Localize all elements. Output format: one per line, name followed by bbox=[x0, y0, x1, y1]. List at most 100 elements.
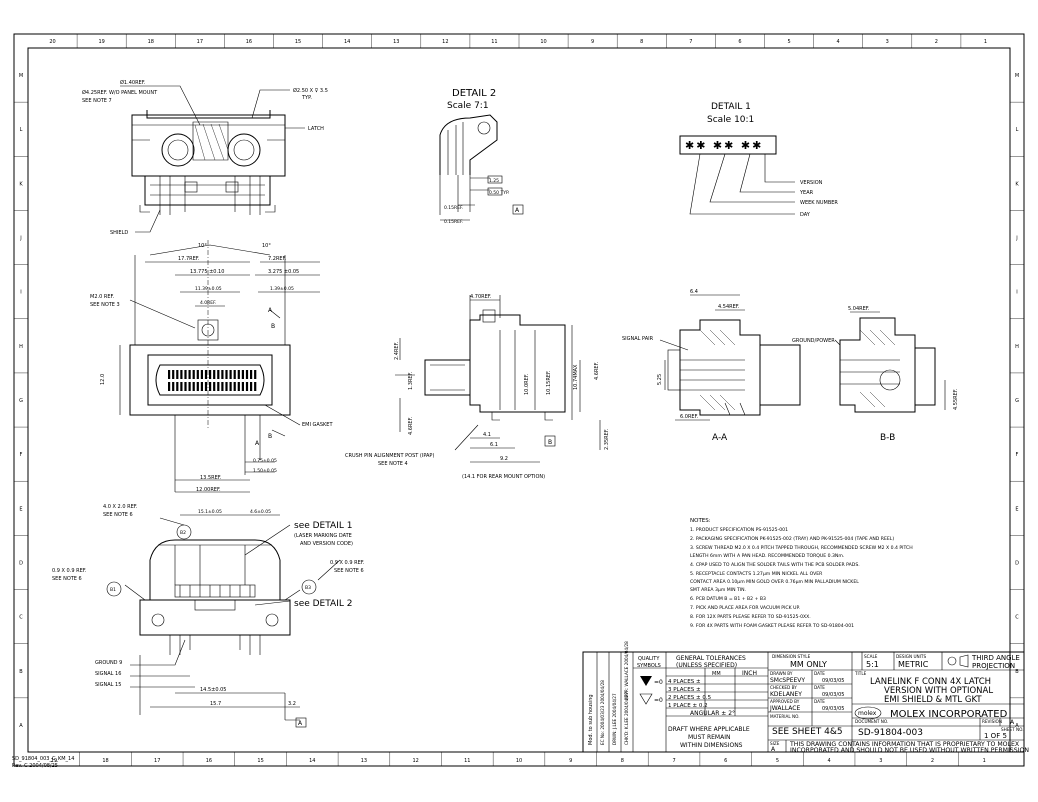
draft-label: DRAFT WHERE APPLICABLE bbox=[668, 726, 750, 733]
note-2: 2. PACKAGING SPECIFICATION PK-91525-002 … bbox=[690, 536, 894, 542]
contact-upper bbox=[213, 370, 216, 379]
zone-top-9: 9 bbox=[591, 39, 594, 45]
drawn-by-label: DRAWN BY bbox=[770, 671, 793, 676]
dim-hook-label: 1.3REF. bbox=[408, 371, 414, 390]
see-detail1-label: see DETAIL 1 bbox=[294, 521, 352, 531]
dim-17-7-label: 17.7REF. bbox=[178, 256, 200, 262]
section-a-bottom-label: A bbox=[255, 440, 260, 447]
detail2-dim1: 1.25 bbox=[489, 178, 499, 184]
zone-left-B: B bbox=[19, 669, 23, 675]
dim-7-2-label: 7.2REF. bbox=[268, 256, 287, 262]
zone-right-M: M bbox=[1015, 73, 1019, 79]
datum-a-label: A bbox=[298, 720, 303, 727]
sheet-no-value: 1 OF 5 bbox=[984, 732, 1007, 740]
contact-lower bbox=[196, 382, 199, 391]
proprietary-line-2: INCORPORATED AND SHOULD NOT BE USED WITH… bbox=[790, 747, 1029, 754]
detail2-dim3: 0.15REF. bbox=[444, 205, 463, 211]
contact-lower bbox=[209, 382, 212, 391]
dim-9-2-label: 9.2 bbox=[500, 456, 508, 462]
section-b-top-label: B bbox=[271, 323, 275, 330]
detail1-title: DETAIL 1 bbox=[711, 102, 751, 112]
datum-b1-label: B1 bbox=[110, 587, 116, 593]
zone-bottom-2: 2 bbox=[931, 758, 934, 764]
zone-bottom-9: 9 bbox=[569, 758, 572, 764]
drawn-by-value: SMcSPEEVY bbox=[770, 677, 805, 684]
zone-bottom-8: 8 bbox=[621, 758, 624, 764]
detail2-datum: A bbox=[515, 207, 520, 214]
revision-label: REVISION bbox=[982, 719, 1002, 724]
material-no-label: MATERIAL NO. bbox=[770, 714, 800, 719]
zone-right-L: L bbox=[1016, 127, 1019, 133]
dim-4-1-label: 4.1 bbox=[483, 432, 491, 438]
dim-4-6-bottom-label: 4.6±0.05 bbox=[250, 509, 271, 515]
crush-pin-label: CRUSH PIN ALIGNMENT POST (IPAP) bbox=[345, 453, 434, 459]
design-units-value: METRIC bbox=[898, 660, 929, 669]
datum-b3-label: B3 bbox=[305, 585, 311, 591]
molex-logo-icon bbox=[854, 706, 882, 720]
places3-label: 3 PLACES ± bbox=[668, 687, 701, 693]
zone-left-J: J bbox=[19, 236, 21, 242]
company-name: MOLEX INCORPORATED bbox=[890, 709, 1008, 720]
see-note3-label: SEE NOTE 3 bbox=[90, 302, 120, 308]
detail-2: DETAIL 2 Scale 7:1 1.25 0.50 TYP. 0.15RE… bbox=[439, 88, 524, 225]
plan-view: 10° 10° 17.7REF. 7.2REF. 13.775 ±0.10 3.… bbox=[90, 240, 333, 493]
latch-label: LATCH bbox=[308, 126, 324, 132]
ground9-label: GROUND 9 bbox=[95, 660, 122, 666]
dim-0-9a-label: 0.9 X 0.9 REF. bbox=[52, 568, 87, 574]
see-note4-label: SEE NOTE 4 bbox=[378, 461, 408, 467]
scale-value: 5:1 bbox=[866, 660, 879, 669]
section-b-bottom-label: B bbox=[268, 433, 272, 440]
document-no-value: SD-91804-003 bbox=[858, 728, 923, 738]
dim-13-775-label: 13.775 ±0.10 bbox=[190, 269, 224, 275]
shield-label: SHIELD bbox=[110, 230, 128, 236]
note-3b: LENGTH 6mm WITH A PAN HEAD. RECOMMENDED … bbox=[690, 553, 844, 559]
aa-dim-6-0-label: 6.0REF. bbox=[680, 414, 699, 420]
note-5b: CONTACT AREA 0.10µm MIN GOLD OVER 0.76µm… bbox=[690, 579, 859, 585]
scale-label: SCALE bbox=[864, 654, 878, 659]
detail-1: DETAIL 1 Scale 10:1 ✱✱ ✱✱ ✱✱ VERSION YEA… bbox=[679, 102, 838, 218]
zone-top-7: 7 bbox=[689, 39, 692, 45]
contact-upper bbox=[229, 370, 232, 379]
zone-top-2: 2 bbox=[935, 39, 938, 45]
zone-bottom-15: 15 bbox=[257, 758, 263, 764]
contact-upper bbox=[188, 370, 191, 379]
hole-ref-label: Ø1.40REF. bbox=[120, 79, 146, 86]
contact-lower bbox=[250, 382, 253, 391]
signal16-label: SIGNAL 16 bbox=[95, 671, 121, 677]
rev-line-1: EC No: 2004/03/23 2004/04/28 bbox=[600, 680, 605, 745]
bottom-view: 4.0 X 2.0 REF. SEE NOTE 6 15.1±0.05 4.6±… bbox=[52, 504, 365, 728]
detail2-dim4: 0.15REF. bbox=[444, 219, 463, 225]
contact-upper bbox=[209, 370, 212, 379]
within-dims-label: WITHIN DIMENSIONS bbox=[680, 742, 743, 749]
zone-top-4: 4 bbox=[837, 39, 840, 45]
zone-bottom-17: 17 bbox=[154, 758, 160, 764]
must-remain-label: MUST REMAIN bbox=[688, 734, 730, 741]
dim-4x2-label: 4.0 X 2.0 REF. bbox=[103, 504, 138, 510]
approved-date-label: DATE bbox=[814, 699, 825, 704]
title-block: Mod. to sub housing EC No: 2004/03/23 20… bbox=[582, 641, 1029, 754]
zone-right-K: K bbox=[1015, 181, 1019, 187]
zone-top-18: 18 bbox=[148, 39, 154, 45]
quality-eq2: =0 bbox=[654, 697, 663, 704]
contact-upper bbox=[172, 370, 175, 379]
zone-bottom-13: 13 bbox=[361, 758, 367, 764]
proprietary-line-1: THIS DRAWING CONTAINS INFORMATION THAT I… bbox=[789, 741, 1020, 748]
quality-triangle-filled-icon bbox=[640, 676, 652, 686]
rear-mount-option-label: (14.1 FOR REAR MOUNT OPTION) bbox=[462, 474, 545, 480]
contact-lower bbox=[229, 382, 232, 391]
top-view: Ø1.40REF. Ø4.25REF. W/O PANEL MOUNT SEE … bbox=[82, 79, 328, 236]
zone-bottom-19: 19 bbox=[51, 758, 57, 764]
zone-left-F: F bbox=[20, 452, 23, 458]
material-no-value: SEE SHEET 4&5 bbox=[772, 727, 843, 737]
dim-15-7-label: 15.7 bbox=[210, 701, 221, 707]
contact-lower bbox=[176, 382, 179, 391]
contact-upper bbox=[250, 370, 253, 379]
places4-label: 4 PLACES ± bbox=[668, 679, 701, 685]
dim-13-5-label: 13.5REF. bbox=[200, 475, 222, 481]
section-bb-title: B-B bbox=[880, 433, 895, 443]
zone-bottom-16: 16 bbox=[206, 758, 212, 764]
zone-right-C: C bbox=[1015, 615, 1019, 621]
see-detail2-label: see DETAIL 2 bbox=[294, 599, 352, 609]
typ-label: TYP. bbox=[301, 95, 312, 101]
